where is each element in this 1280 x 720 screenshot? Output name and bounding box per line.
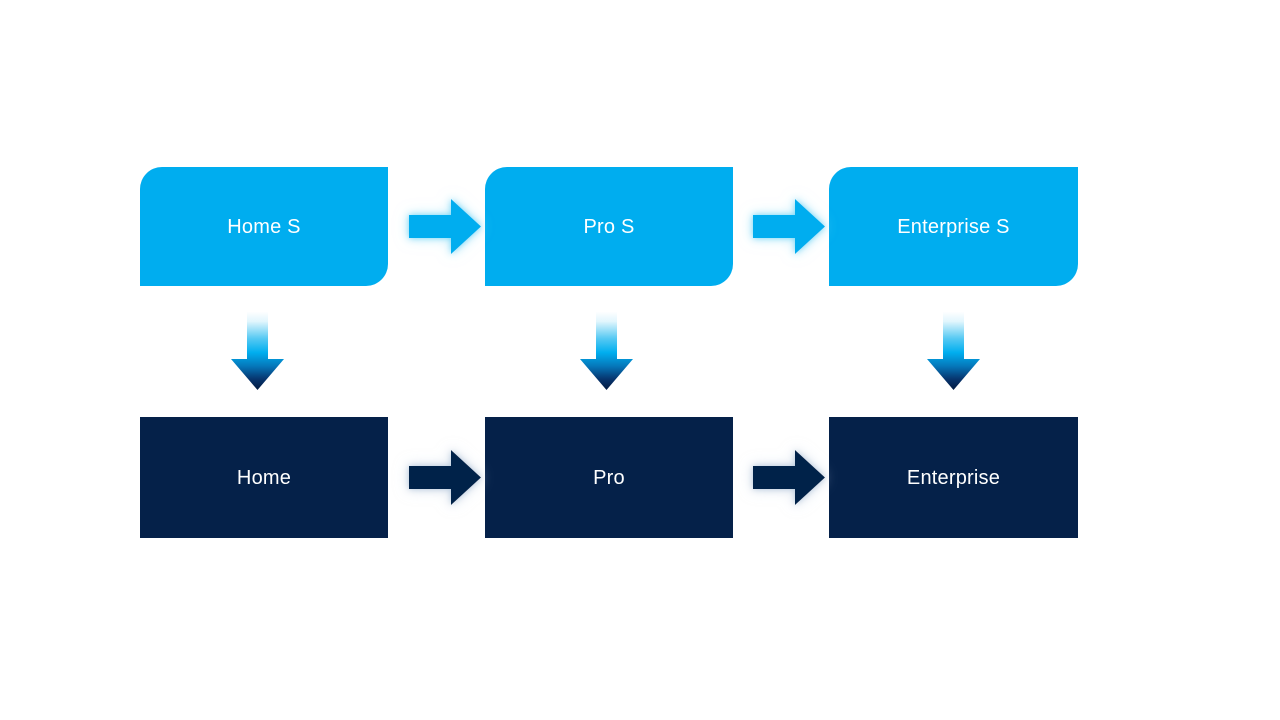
arrow-enterprise-s-to-enterprise: [927, 312, 980, 390]
arrow-down-gradient-icon: [580, 312, 633, 390]
arrow-home-s-to-home: [231, 312, 284, 390]
node-home-s[interactable]: Home S: [140, 167, 388, 286]
node-pro-s[interactable]: Pro S: [485, 167, 733, 286]
arrow-home-s-to-pro-s: [409, 199, 481, 254]
arrow-pro-to-enterprise: [753, 450, 825, 505]
node-pro-label: Pro: [593, 466, 625, 489]
arrow-down-gradient-icon: [927, 312, 980, 390]
arrow-down-gradient-icon: [231, 312, 284, 390]
node-enterprise[interactable]: Enterprise: [829, 417, 1078, 538]
arrow-home-to-pro: [409, 450, 481, 505]
node-enterprise-s[interactable]: Enterprise S: [829, 167, 1078, 286]
node-home-s-label: Home S: [227, 215, 301, 238]
node-pro-s-label: Pro S: [583, 215, 635, 238]
node-enterprise-s-label: Enterprise S: [897, 215, 1010, 238]
arrow-right-navy-icon: [753, 450, 825, 505]
arrow-right-cyan-icon: [753, 199, 825, 254]
node-enterprise-label: Enterprise: [906, 466, 1001, 489]
arrow-pro-s-to-pro: [580, 312, 633, 390]
node-home-label: Home: [236, 466, 292, 489]
arrow-right-navy-icon: [409, 450, 481, 505]
node-home[interactable]: Home: [140, 417, 388, 538]
arrow-pro-s-to-enterprise-s: [753, 199, 825, 254]
node-pro[interactable]: Pro: [485, 417, 733, 538]
arrow-right-cyan-icon: [409, 199, 481, 254]
